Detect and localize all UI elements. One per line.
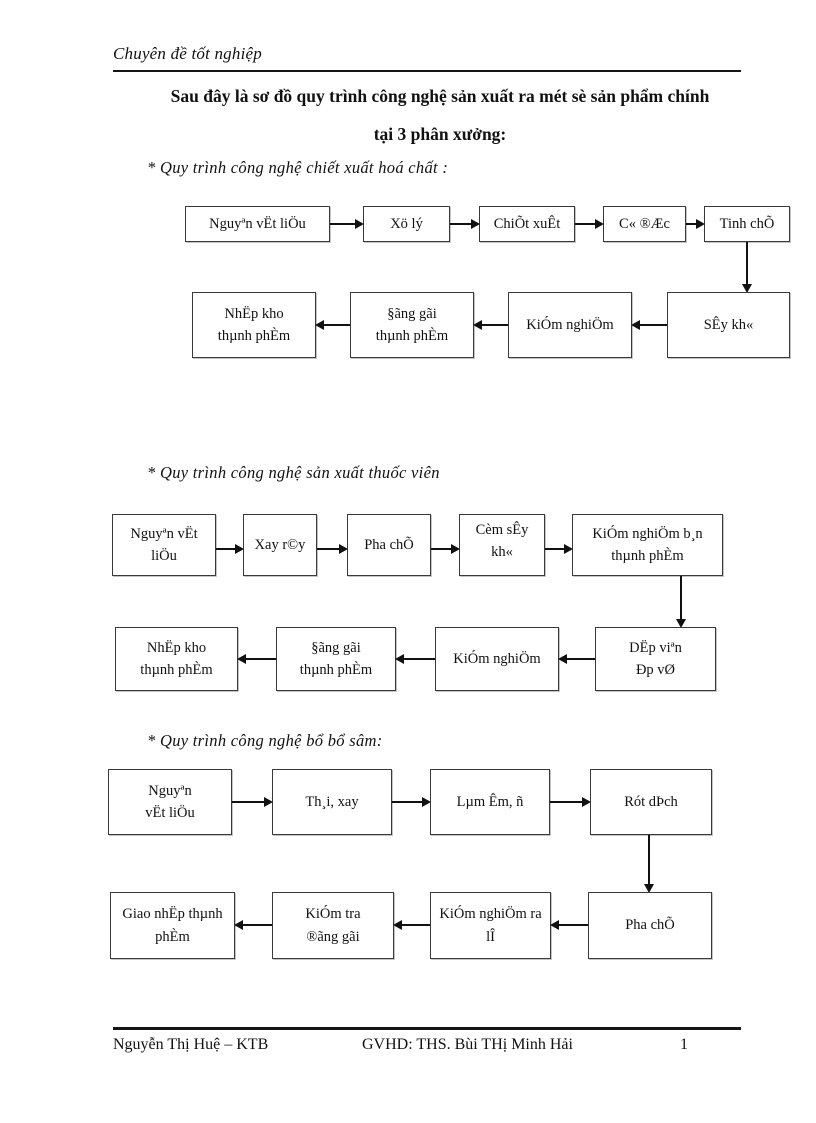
arrow-down-connector bbox=[644, 835, 654, 893]
flow-box: KiÓm nghiÖm ra lÎ bbox=[430, 892, 551, 959]
flow-box: ChiÕt xuÊt bbox=[479, 206, 575, 242]
arrow-shaft bbox=[245, 658, 276, 660]
arrow-right-connector bbox=[392, 797, 431, 807]
arrow-shaft bbox=[401, 924, 430, 926]
arrow-shaft bbox=[639, 324, 667, 326]
arrow-right-connector bbox=[686, 219, 705, 229]
arrow-shaft bbox=[575, 223, 596, 225]
arrow-shaft bbox=[566, 658, 595, 660]
flow-box: Pha chÕ bbox=[588, 892, 712, 959]
arrow-right-connector bbox=[545, 544, 573, 554]
arrow-left-connector bbox=[558, 654, 595, 664]
arrow-shaft bbox=[403, 658, 435, 660]
flow-box: Xay r©y bbox=[243, 514, 317, 576]
flow-box: DËp viªn Ðp vØ bbox=[595, 627, 716, 691]
arrow-left-connector bbox=[550, 920, 588, 930]
arrow-left-connector bbox=[234, 920, 272, 930]
doc-title-line1: Sau đây là sơ đồ quy trình công nghệ sản… bbox=[170, 86, 710, 106]
running-header: Chuyên đề tốt nghiệp bbox=[113, 44, 262, 63]
arrow-right-connector bbox=[216, 544, 244, 554]
section-label-chemical-extraction: * Quy trình công nghệ chiết xuất hoá chấ… bbox=[147, 158, 449, 177]
flow-box: Pha chÕ bbox=[347, 514, 431, 576]
arrow-shaft bbox=[242, 924, 272, 926]
arrow-right-connector bbox=[550, 797, 591, 807]
flow-box: NhËp kho thµnh phÈm bbox=[115, 627, 238, 691]
arrow-right-connector bbox=[232, 797, 273, 807]
flow-box: §ãng gãi thµnh phÈm bbox=[350, 292, 474, 358]
arrow-shaft bbox=[216, 548, 236, 550]
arrow-down-connector bbox=[742, 242, 752, 293]
arrow-shaft bbox=[431, 548, 452, 550]
arrow-shaft bbox=[317, 548, 340, 550]
arrow-left-connector bbox=[237, 654, 276, 664]
arrow-shaft bbox=[550, 801, 583, 803]
footer-rule bbox=[113, 1027, 741, 1030]
flow-box: Cèm sÊy kh« bbox=[459, 514, 545, 576]
arrow-left-connector bbox=[473, 320, 508, 330]
arrow-left-connector bbox=[315, 320, 350, 330]
header-rule bbox=[113, 70, 741, 72]
arrow-left-connector bbox=[395, 654, 435, 664]
flow-box: Lµm Êm, ñ bbox=[430, 769, 550, 835]
arrow-shaft bbox=[323, 324, 350, 326]
flow-box: Th¸i, xay bbox=[272, 769, 392, 835]
arrow-shaft bbox=[680, 576, 682, 620]
arrow-shaft bbox=[686, 223, 697, 225]
flow-box: SÊy kh« bbox=[667, 292, 790, 358]
flow-box: Rót dÞch bbox=[590, 769, 712, 835]
doc-title-line2: tại 3 phân xưởng: bbox=[373, 124, 507, 144]
arrow-shaft bbox=[558, 924, 588, 926]
flow-box: C« ®Æc bbox=[603, 206, 686, 242]
flow-box: §ãng gãi thµnh phÈm bbox=[276, 627, 396, 691]
arrow-left-connector bbox=[393, 920, 430, 930]
section-label-bo-bo-sam: * Quy trình công nghệ bổ bổ sâm: bbox=[147, 731, 383, 750]
arrow-right-connector bbox=[431, 544, 460, 554]
arrow-left-connector bbox=[631, 320, 667, 330]
section-label-tablet-production: * Quy trình công nghệ sản xuất thuốc viê… bbox=[147, 463, 440, 482]
flow-box: Tinh chÕ bbox=[704, 206, 790, 242]
footer-supervisor: GVHD: THS. Bùi THị Minh Hải bbox=[362, 1036, 573, 1053]
arrow-down-connector bbox=[676, 576, 686, 628]
arrow-shaft bbox=[648, 835, 650, 885]
arrow-shaft bbox=[392, 801, 423, 803]
doc-title: Sau đây là sơ đồ quy trình công nghệ sản… bbox=[64, 84, 816, 146]
flow-box: KiÓm nghiÖm bbox=[508, 292, 632, 358]
footer-page-number: 1 bbox=[680, 1036, 688, 1053]
arrow-right-connector bbox=[450, 219, 480, 229]
arrow-shaft bbox=[481, 324, 508, 326]
flow-box: KiÓm nghiÖm b¸n thµnh phÈm bbox=[572, 514, 723, 576]
arrow-shaft bbox=[545, 548, 565, 550]
footer-author: Nguyễn Thị Huệ – KTB bbox=[113, 1036, 269, 1053]
flow-box: Nguyªn vËt liÖu bbox=[185, 206, 330, 242]
arrow-right-connector bbox=[575, 219, 604, 229]
flow-box: KiÓm tra ®ãng gãi bbox=[272, 892, 394, 959]
arrow-shaft bbox=[450, 223, 472, 225]
arrow-right-connector bbox=[330, 219, 364, 229]
flow-box: Giao nhËp thµnh phÈm bbox=[110, 892, 235, 959]
flow-box: Nguyªn vËt liÖu bbox=[112, 514, 216, 576]
arrow-shaft bbox=[232, 801, 265, 803]
arrow-shaft bbox=[330, 223, 356, 225]
flow-box: Nguyªn vËt liÖu bbox=[108, 769, 232, 835]
arrow-shaft bbox=[746, 242, 748, 285]
arrow-right-connector bbox=[317, 544, 348, 554]
flow-box: Xö lý bbox=[363, 206, 450, 242]
flow-box: NhËp kho thµnh phÈm bbox=[192, 292, 316, 358]
flow-box: KiÓm nghiÖm bbox=[435, 627, 559, 691]
